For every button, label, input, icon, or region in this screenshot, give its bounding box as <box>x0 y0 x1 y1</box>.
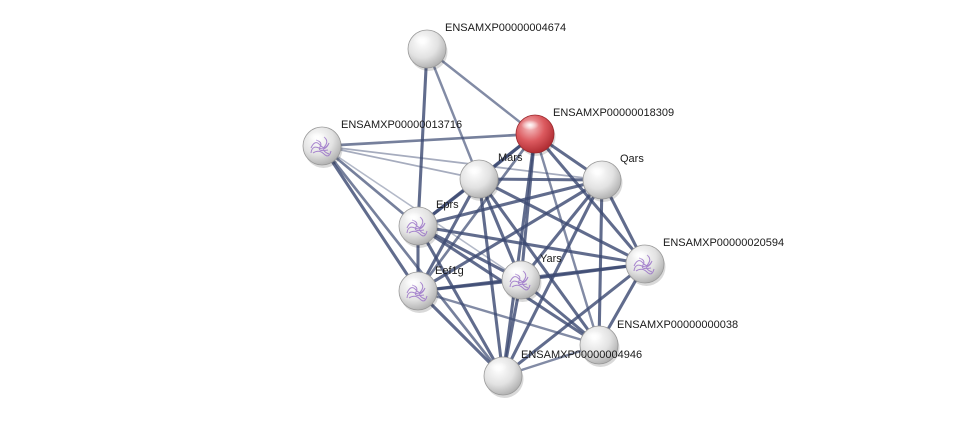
node-label: Mars <box>498 152 523 164</box>
protein-structure-icon <box>509 270 531 291</box>
edge-eprs-n4946[interactable] <box>416 224 505 378</box>
node-n20594[interactable]: ENSAMXP00000020594 <box>625 237 784 286</box>
edge-mars-n4946[interactable] <box>477 177 505 378</box>
edge-n18309-n20594[interactable] <box>533 132 647 266</box>
edge-eef1g-n4946[interactable] <box>416 289 505 378</box>
node-highlight <box>585 331 603 341</box>
node-highlight <box>465 165 483 175</box>
node-label: Eprs <box>436 199 459 211</box>
node-highlight <box>489 362 507 372</box>
node-label: Qars <box>620 153 644 165</box>
edge-n4674-eprs[interactable] <box>416 47 429 228</box>
edge-n13716-mars[interactable] <box>321 145 480 180</box>
node-sphere[interactable] <box>582 160 622 200</box>
edge-qars-n38[interactable] <box>597 178 604 347</box>
network-nodes: ENSAMXP00000004674ENSAMXP00000018309ENSA… <box>302 22 784 398</box>
edge-eef1g-n38[interactable] <box>416 289 601 347</box>
protein-structure-icon <box>406 216 428 237</box>
edge-qars-n4946[interactable] <box>501 178 604 378</box>
node-sphere[interactable] <box>398 271 438 311</box>
edge-qars-eef1g[interactable] <box>416 178 604 293</box>
node-eprs[interactable]: Eprs <box>398 199 459 248</box>
node-label: Yars <box>540 253 562 265</box>
node-sphere[interactable] <box>407 29 447 69</box>
node-sphere[interactable] <box>501 260 541 300</box>
edge-mars-n20594[interactable] <box>477 177 647 266</box>
node-sphere[interactable] <box>459 159 499 199</box>
node-sphere[interactable] <box>483 356 523 396</box>
edge-n13716-eprs[interactable] <box>320 144 420 228</box>
node-n38[interactable]: ENSAMXP00000000038 <box>579 319 738 367</box>
node-highlight <box>521 120 539 130</box>
node-highlight <box>308 132 326 142</box>
node-highlight <box>404 212 422 222</box>
node-label: ENSAMXP00000000038 <box>617 319 738 331</box>
node-highlight <box>588 166 606 176</box>
node-n4674[interactable]: ENSAMXP00000004674 <box>407 22 566 71</box>
edge-n13716-eef1g[interactable] <box>320 144 420 293</box>
edge-qars-yars[interactable] <box>519 178 604 282</box>
edge-n20594-n4946[interactable] <box>501 262 647 378</box>
edge-n4674-mars[interactable] <box>425 47 481 181</box>
node-highlight <box>413 35 431 45</box>
edge-n13716-qars[interactable] <box>321 145 603 181</box>
node-sphere[interactable] <box>302 126 342 166</box>
query-node-sphere[interactable] <box>515 114 555 154</box>
node-label: Eef1g <box>435 265 464 277</box>
node-eef1g[interactable]: Eef1g <box>398 265 464 313</box>
edge-n13716-n18309[interactable] <box>320 132 537 148</box>
protein-structure-icon <box>406 281 428 302</box>
node-n13716[interactable]: ENSAMXP00000013716 <box>302 119 462 168</box>
edge-mars-qars[interactable] <box>477 177 604 182</box>
node-label: ENSAMXP00000013716 <box>341 119 462 131</box>
node-label: ENSAMXP00000018309 <box>553 107 674 119</box>
edge-n18309-n4946[interactable] <box>501 132 537 378</box>
node-yars[interactable]: Yars <box>501 253 562 302</box>
edge-eprs-n20594[interactable] <box>416 224 647 266</box>
node-label: ENSAMXP00000020594 <box>663 237 784 249</box>
edge-n4674-n18309[interactable] <box>425 47 537 136</box>
node-n18309[interactable]: ENSAMXP00000018309 <box>515 107 674 156</box>
node-mars[interactable]: Mars <box>459 152 523 201</box>
node-n4946[interactable]: ENSAMXP00000004946 <box>483 349 642 398</box>
node-sphere[interactable] <box>625 244 665 284</box>
edge-qars-eprs[interactable] <box>416 178 604 228</box>
node-highlight <box>631 250 649 260</box>
node-highlight <box>507 266 525 276</box>
edge-mars-eef1g[interactable] <box>416 177 481 293</box>
protein-structure-icon <box>310 136 332 157</box>
protein-structure-icon <box>633 254 655 275</box>
node-qars[interactable]: Qars <box>582 153 644 202</box>
edge-n13716-n4946[interactable] <box>320 144 505 378</box>
node-sphere[interactable] <box>398 206 438 246</box>
node-label: ENSAMXP00000004674 <box>445 22 566 34</box>
node-highlight <box>404 277 422 287</box>
node-label: ENSAMXP00000004946 <box>521 349 642 361</box>
